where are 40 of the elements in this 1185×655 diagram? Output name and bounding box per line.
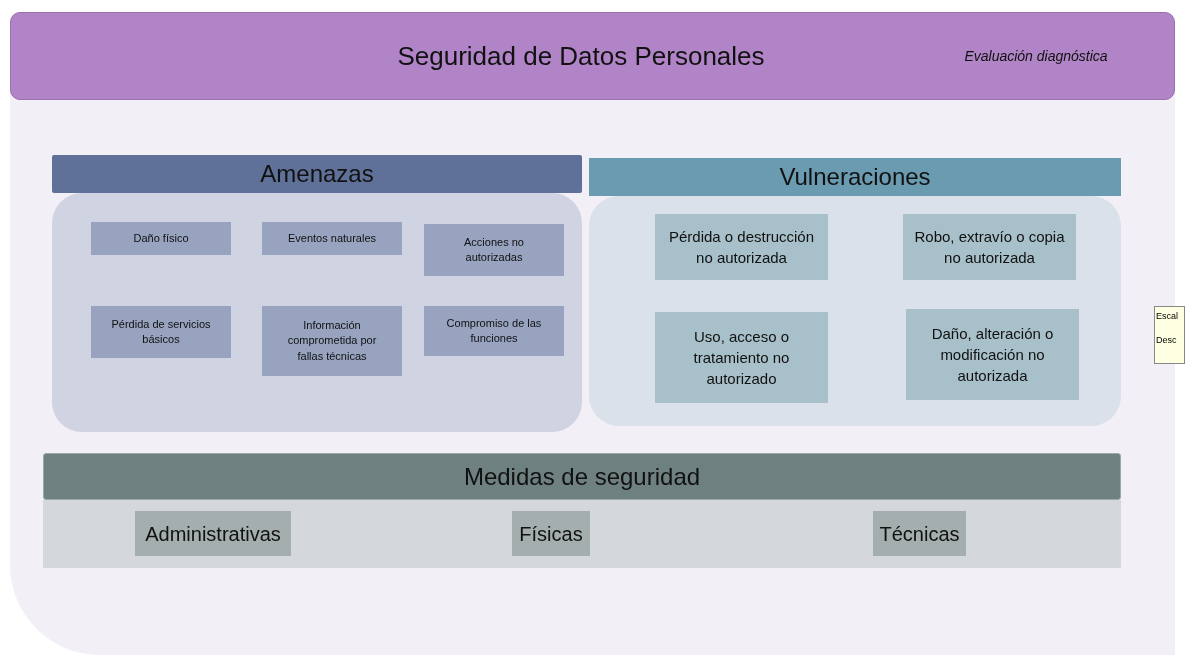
section-header — [52, 155, 582, 193]
item-label: Pérdida o destrucción no autorizada — [667, 227, 816, 268]
title-bar — [10, 12, 1175, 100]
item-label: Uso, acceso o tratamiento no autorizado — [692, 327, 791, 389]
item-box — [91, 222, 231, 255]
item-box — [903, 214, 1076, 280]
section-panel — [52, 193, 582, 432]
item-label: Físicas — [518, 521, 584, 547]
item-box — [135, 511, 291, 556]
section-title: Amenazas — [259, 159, 375, 190]
section-header — [589, 158, 1121, 196]
item-label: Compromiso de las funciones — [445, 315, 543, 346]
item-label: Técnicas — [878, 521, 961, 547]
item-box — [512, 511, 590, 556]
item-box — [424, 306, 564, 356]
item-label: Acciones no autorizadas — [463, 234, 525, 265]
subtitle: Evaluación diagnóstica — [963, 48, 1109, 64]
item-label: Daño, alteración o modificación no autorizada — [930, 324, 1055, 386]
section-panel — [589, 196, 1121, 426]
section-title: Vulneraciones — [778, 162, 932, 193]
item-label: Información comprometida por fallas técnicas — [286, 317, 378, 364]
item-box — [262, 222, 402, 255]
item-box — [906, 309, 1079, 400]
item-box — [262, 306, 402, 376]
item-box — [91, 306, 231, 358]
section-header — [43, 453, 1121, 500]
item-box — [873, 511, 966, 556]
title: Seguridad de Datos Personales — [396, 40, 766, 72]
tooltip-text: Desc — [1156, 335, 1178, 345]
item-label: Robo, extravío o copia no autorizada — [913, 227, 1066, 268]
item-box — [424, 224, 564, 276]
item-label: Eventos naturales — [286, 230, 378, 246]
section-panel — [43, 500, 1121, 568]
item-box — [655, 312, 828, 403]
section-title: Medidas de seguridad — [462, 461, 702, 492]
item-label: Daño físico — [132, 230, 190, 246]
item-label: Administrativas — [144, 521, 282, 547]
item-box — [655, 214, 828, 280]
tooltip-text: Escal — [1156, 311, 1179, 321]
item-label: Pérdida de servicios básicos — [110, 316, 212, 347]
